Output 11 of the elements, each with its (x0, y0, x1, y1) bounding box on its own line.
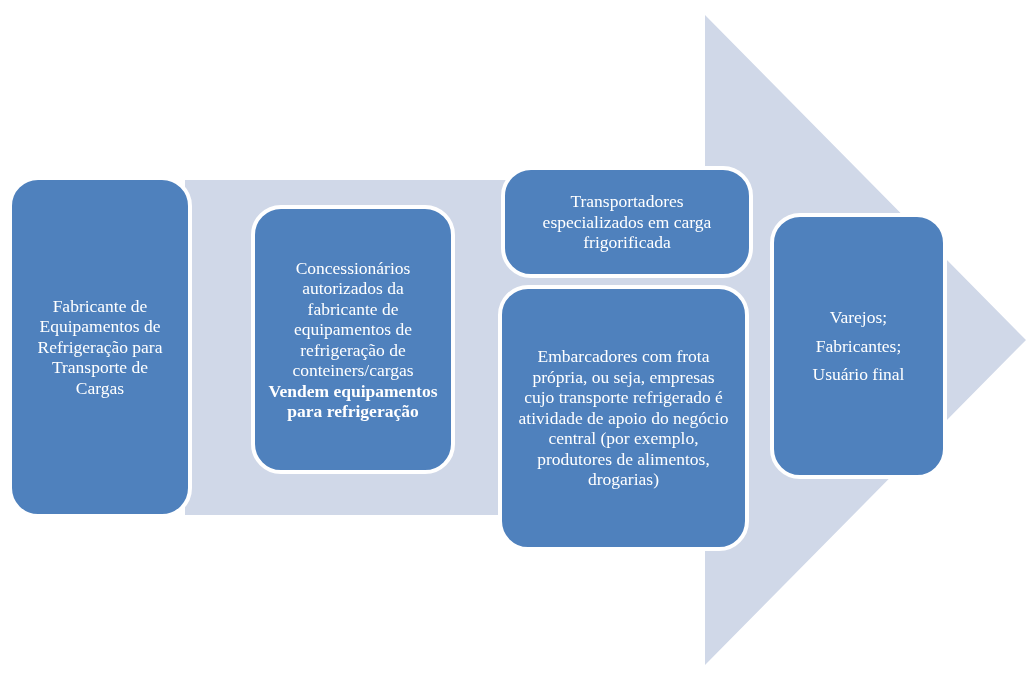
box-text: Fabricantes; (815, 335, 902, 357)
process-box (770, 213, 947, 479)
process-box (501, 166, 753, 278)
process-box (498, 285, 749, 551)
box-text: Concessionários autorizados da fabricante de equipamentos de refrigeração de conteiners/cargas Vendem equipamentos para refrigeração (267, 257, 439, 422)
box-text: Transportadores especializados em carga frigorificada (541, 191, 713, 253)
box-text: Usuário final (812, 364, 905, 385)
box-text: Fabricante de Equipamentos de Refrigeração para Transporte de Cargas (36, 295, 164, 399)
box-text: Varejos; (829, 307, 888, 328)
box-text: Embarcadores com frota própria, ou seja, empresas cujo transporte refrigerado é atividade de apoio do negócio central (por exemplo, produtores de alimentos, drogarias) (518, 346, 729, 490)
process-box (251, 205, 455, 474)
